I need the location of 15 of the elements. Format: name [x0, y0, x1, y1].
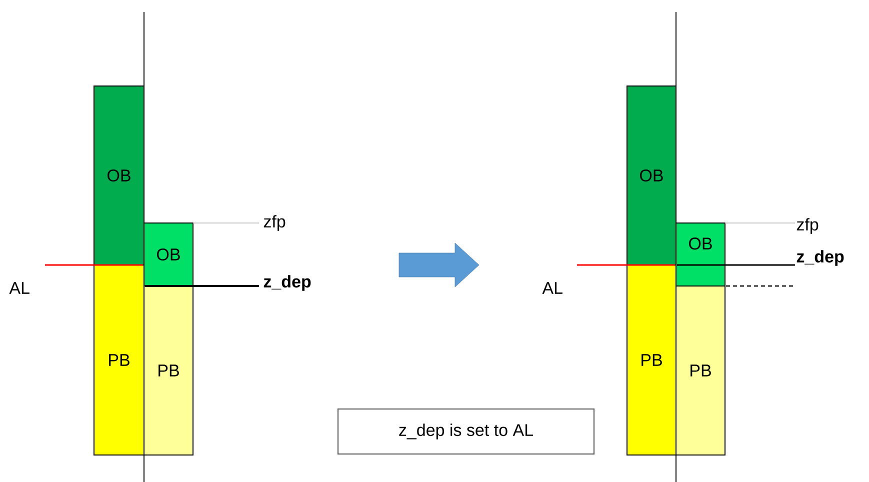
layer-box: PB: [626, 264, 676, 456]
level-label: zfp: [796, 218, 818, 234]
layer-box: PB: [676, 286, 726, 456]
layer-box: OB: [94, 86, 144, 266]
layer-box: OB: [144, 222, 194, 286]
layer-box: PB: [144, 286, 194, 456]
layer-box: OB: [626, 86, 676, 266]
note-box: z_dep is set to AL: [338, 408, 594, 454]
level-label: AL: [542, 282, 562, 294]
level-label: z_dep: [264, 275, 311, 291]
level-label: z_dep: [796, 250, 844, 266]
layer-box: OB: [676, 222, 726, 286]
layer-box: PB: [94, 264, 144, 456]
level-label: zfp: [264, 215, 286, 231]
level-label: AL: [9, 282, 30, 294]
